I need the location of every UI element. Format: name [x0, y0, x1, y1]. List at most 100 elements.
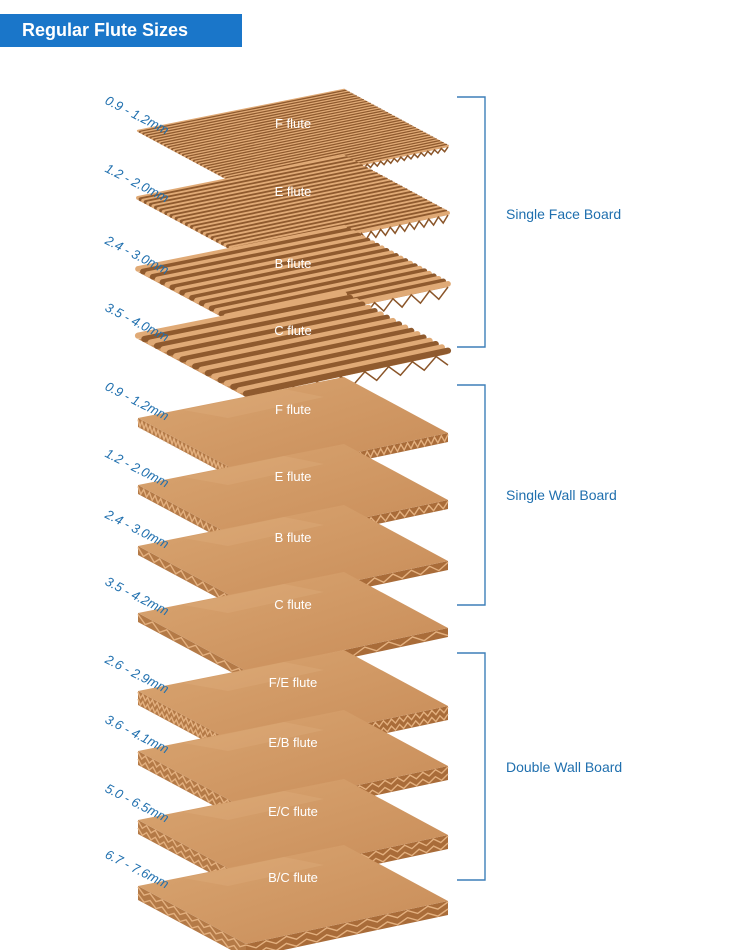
flute-ridge [185, 113, 392, 158]
flute-ridge [154, 98, 363, 142]
flute-ridge [138, 89, 347, 133]
flute-ridge [140, 90, 349, 134]
size-label: 2.6 - 2.9mm [102, 651, 172, 696]
flute-ridge [142, 91, 351, 135]
flute-ridge [214, 128, 420, 174]
size-label: 5.0 - 6.5mm [103, 781, 172, 826]
flute-ridge [174, 245, 385, 293]
size-label: 3.6 - 4.1mm [103, 712, 172, 757]
group-bracket [457, 384, 486, 606]
flute-ridge [167, 104, 375, 149]
flute-ridge [210, 126, 417, 172]
flute-ridge [179, 314, 390, 363]
flute-ridge [156, 98, 365, 143]
board-highlight [183, 791, 324, 820]
flute-ridge [223, 337, 433, 387]
flute-wave-left [137, 886, 247, 948]
flute-ridge [187, 114, 394, 159]
flute-label: E/C flute [268, 804, 318, 819]
flute-ridge [196, 119, 403, 164]
flute-ridge [141, 294, 354, 343]
flute-ridge [158, 99, 366, 144]
flute-ridge [134, 291, 348, 339]
flute-label: B flute [275, 256, 312, 271]
flute-ridge [219, 131, 425, 177]
flute-label: E flute [275, 469, 312, 484]
flute-ridge [208, 126, 415, 171]
board-highlight [183, 389, 324, 418]
flute-ridge [173, 311, 384, 360]
flute-ridge [212, 127, 418, 173]
flute-ridge [185, 317, 397, 367]
board-edge-left [138, 886, 246, 950]
size-label: 2.4 - 3.0mm [102, 506, 172, 551]
board-edge-right [246, 901, 448, 950]
flute-ridge [208, 263, 418, 312]
board-face [138, 572, 448, 671]
page-title: Regular Flute Sizes [22, 20, 189, 40]
boards-layer [134, 88, 452, 950]
flute-label: C flute [274, 597, 312, 612]
flute-wave [245, 901, 449, 949]
board-face [138, 444, 448, 543]
flute-ridge [151, 96, 359, 140]
flute-label: B/C flute [268, 870, 318, 885]
flute-wave-left [137, 893, 239, 950]
flute-ridge [164, 240, 376, 288]
flute-ridge [135, 225, 347, 272]
board-face [138, 650, 448, 749]
flute-ridge [149, 232, 362, 280]
flute-ridge [217, 130, 424, 176]
flute-label: E/B flute [268, 735, 317, 750]
size-label: 0.9 - 1.2mm [103, 379, 172, 424]
flute-wave-left [137, 613, 247, 680]
flute-ridge [180, 111, 387, 156]
flute-ridge [217, 334, 427, 384]
flute-ridge [181, 112, 389, 157]
board-2-3 [137, 845, 449, 950]
flute-ridge [140, 227, 352, 275]
flute-ridge [192, 321, 403, 370]
flute-ridge [144, 230, 357, 278]
flute-ridge [147, 94, 356, 138]
flute-ridge [162, 101, 370, 146]
flute-ridge [189, 253, 399, 301]
flute-ridge [169, 242, 380, 291]
flute-label: F flute [275, 402, 311, 417]
board-highlight [183, 722, 324, 751]
flute-ridge [203, 123, 410, 168]
board-face [138, 505, 448, 604]
flute-ridge [178, 110, 385, 155]
flute-ridge [204, 327, 415, 377]
flute-ridge [223, 133, 429, 179]
board-0-1 [136, 154, 450, 266]
flute-ridge [179, 247, 390, 296]
flute-ridge [184, 250, 395, 299]
board-face [138, 779, 448, 878]
group-label: Double Wall Board [506, 759, 622, 775]
flute-label: F/E flute [269, 675, 317, 690]
flute-ridge [172, 107, 380, 152]
board-highlight [183, 857, 324, 886]
group-bracket [457, 652, 486, 881]
size-label: 1.2 - 2.0mm [103, 446, 172, 491]
flute-ridge [153, 97, 361, 141]
flute-ridge [174, 108, 382, 153]
flute-ridge [201, 122, 408, 167]
flute-ridge [163, 102, 372, 147]
flute-ridge [198, 258, 409, 307]
flute-ridge [230, 340, 439, 390]
flute-ridge [149, 95, 358, 139]
flute-ridge [192, 117, 399, 162]
flute-ridge [236, 344, 445, 394]
flute-label: C flute [274, 323, 312, 338]
flute-ridge [147, 298, 360, 346]
flute-wave-left [137, 751, 247, 816]
flute-ridge [171, 106, 379, 151]
flute-ridge [221, 132, 427, 178]
flute-ridge [218, 268, 428, 317]
flute-ridge [198, 324, 409, 373]
flute-ridge [213, 265, 423, 314]
